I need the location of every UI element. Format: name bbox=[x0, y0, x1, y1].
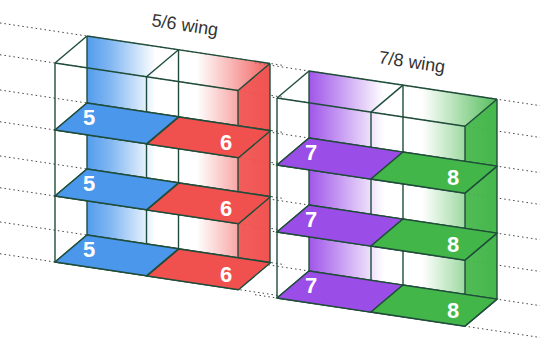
shelf-number: 5 bbox=[83, 173, 95, 195]
tile-shape bbox=[371, 152, 497, 193]
tile-fill bbox=[371, 219, 497, 260]
shelf-number: 6 bbox=[220, 198, 232, 220]
wing-title: 7/8 wing bbox=[378, 48, 447, 76]
shelf-number: 7 bbox=[305, 209, 317, 231]
tile-fill bbox=[147, 117, 271, 158]
tile-shape bbox=[371, 219, 497, 260]
frame-edge bbox=[54, 63, 55, 262]
frame-edge bbox=[269, 63, 270, 262]
tile-shape bbox=[147, 117, 271, 158]
shelf-number: 6 bbox=[220, 132, 232, 154]
shelf-tile: 6 bbox=[147, 117, 271, 158]
frame-edge bbox=[496, 99, 497, 299]
shelf-number: 5 bbox=[83, 107, 95, 129]
shelf-frames bbox=[55, 36, 497, 326]
shelf-number: 6 bbox=[220, 264, 232, 286]
shelf-tile: 6 bbox=[147, 183, 271, 224]
tile-shape bbox=[371, 285, 497, 326]
shelf-tile: 6 bbox=[147, 249, 271, 290]
shelf-number: 7 bbox=[305, 275, 317, 297]
shelf-tile: 8 bbox=[371, 219, 497, 260]
guide-lines bbox=[0, 23, 540, 338]
shelf-tile: 8 bbox=[371, 152, 497, 193]
shelf-wing: 5/6 wing 5 6 5 6 5 6 bbox=[55, 0, 270, 341]
shelf-tile: 8 bbox=[371, 285, 497, 326]
tile-fill bbox=[371, 285, 497, 326]
frame-edge bbox=[371, 85, 403, 112]
tile-fill bbox=[147, 249, 271, 290]
tile-fill bbox=[371, 152, 497, 193]
frame-edge bbox=[238, 63, 270, 90]
wall-panel bbox=[238, 63, 270, 289]
shelf-number: 8 bbox=[447, 167, 459, 189]
frame-edge bbox=[465, 99, 497, 126]
tile-shape bbox=[147, 249, 271, 290]
frame-edge bbox=[147, 50, 179, 77]
tile-fill bbox=[147, 183, 271, 224]
frame-edge bbox=[277, 71, 309, 98]
shelf-number: 5 bbox=[83, 239, 95, 261]
frame-edge bbox=[276, 98, 277, 298]
tile-shape bbox=[147, 183, 271, 224]
wall-panel bbox=[465, 99, 497, 326]
shelf-number: 8 bbox=[447, 234, 459, 256]
frame-edge bbox=[308, 71, 309, 271]
frame-edge bbox=[402, 85, 403, 285]
shelf-number: 8 bbox=[447, 300, 459, 322]
shelf-wing: 7/8 wing 7 8 7 8 7 8 bbox=[277, 0, 497, 341]
shelf-number: 7 bbox=[305, 142, 317, 164]
frame-edge bbox=[55, 36, 87, 63]
wing-title: 5/6 wing bbox=[151, 11, 220, 39]
